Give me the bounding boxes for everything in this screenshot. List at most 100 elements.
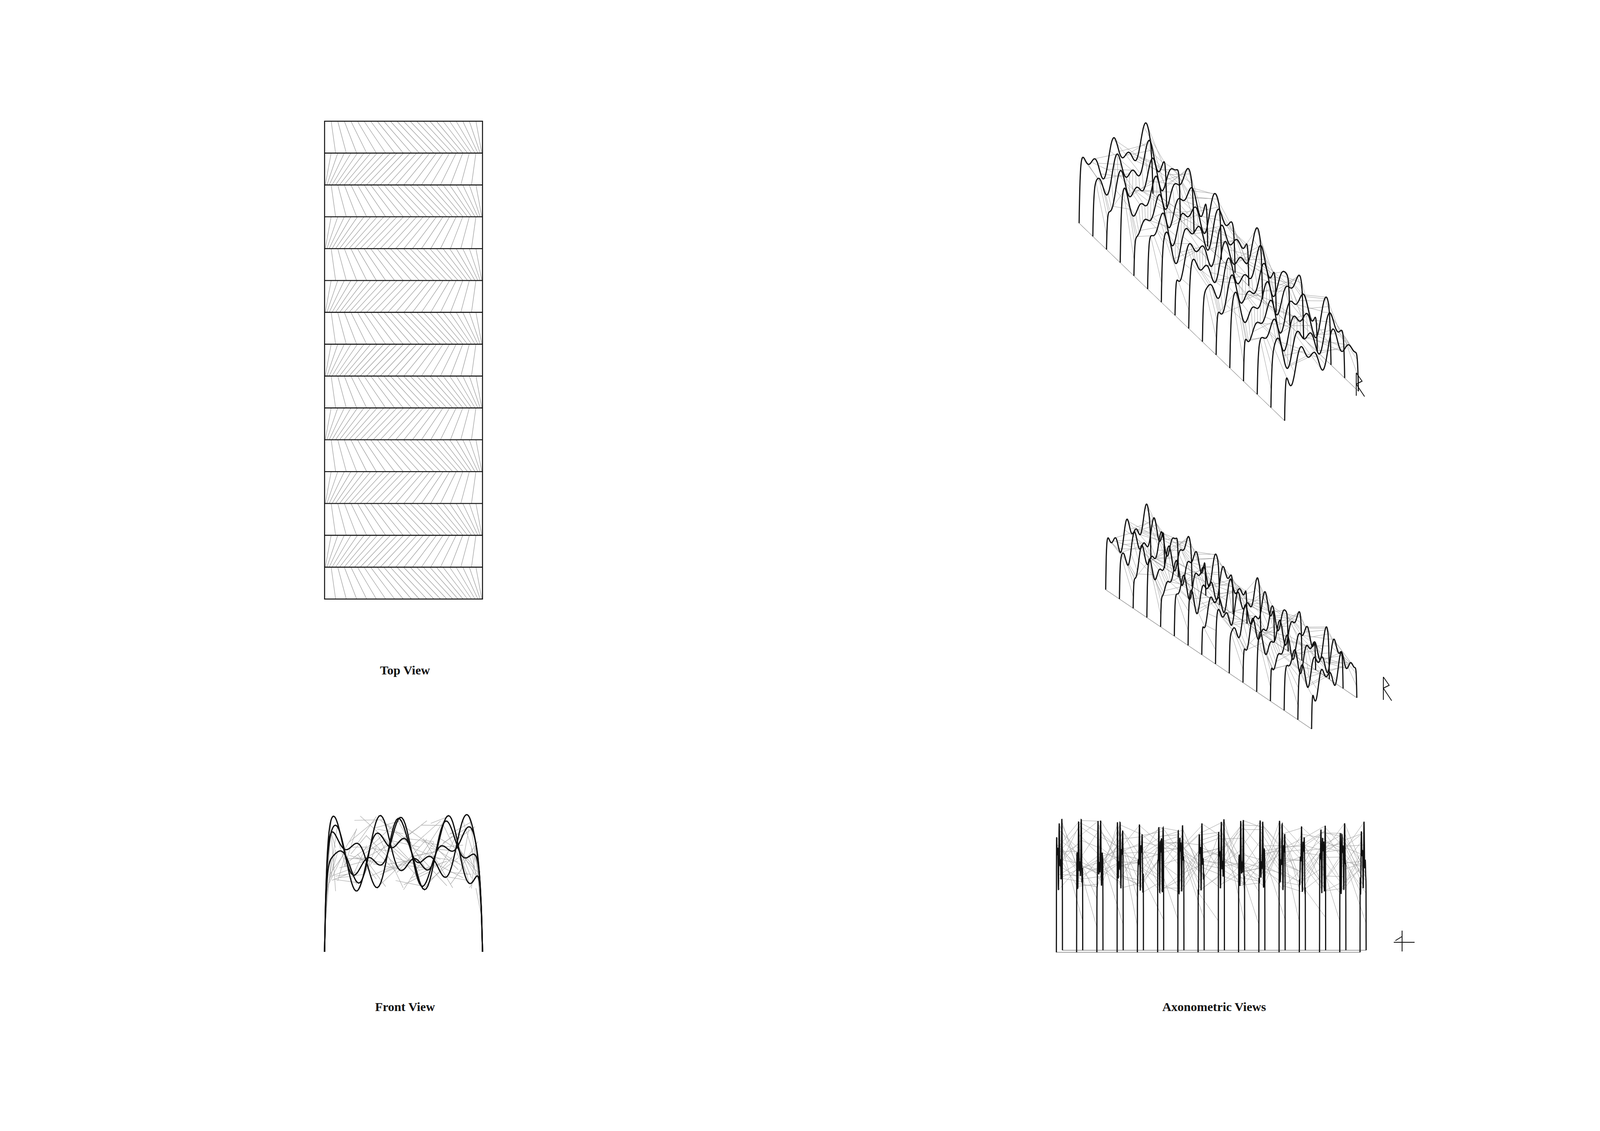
ruling-line (1150, 236, 1162, 284)
ruling-line (462, 440, 478, 472)
ruling-line (360, 535, 391, 568)
profile-curve (1117, 822, 1124, 953)
ruling-line (344, 280, 371, 313)
ruling-line (456, 376, 475, 408)
ruling-line (1130, 552, 1138, 572)
ruling-line (416, 816, 447, 863)
ruling-line (456, 567, 475, 600)
ruling-line (423, 185, 453, 217)
ruling-line (1270, 615, 1283, 617)
ruling-line (1172, 187, 1175, 208)
ruling-line (462, 121, 478, 153)
orientation-mark (1383, 677, 1392, 701)
ruling-line (377, 121, 403, 153)
ruling-line (1274, 664, 1291, 669)
view-title: Axonometric Views (1162, 1000, 1266, 1015)
ruling-line (1240, 632, 1248, 649)
profile-curve (1133, 532, 1179, 609)
ruling-line (450, 407, 463, 440)
ruling-line (456, 248, 475, 281)
ruling-line (462, 567, 478, 600)
ruling-line (350, 567, 367, 600)
ruling-line (1230, 259, 1231, 279)
ruling-line (344, 185, 357, 217)
ruling-line (1320, 857, 1340, 858)
ruling-line (471, 216, 477, 249)
ruling-line (1157, 860, 1178, 920)
ruling-line (1305, 296, 1328, 300)
ruling-line (475, 503, 482, 536)
ruling-line (370, 440, 395, 472)
ruling-line (430, 185, 459, 217)
ruling-line (1338, 332, 1358, 360)
ruling-line (325, 216, 332, 249)
ruling-line (387, 152, 417, 185)
ruling-line (325, 152, 332, 185)
ruling-line (344, 376, 357, 408)
ruling-line (1100, 820, 1123, 855)
ruling-line (430, 280, 450, 313)
ruling-line (1080, 867, 1100, 876)
ruling-line (349, 535, 378, 568)
ruling-line (331, 567, 336, 600)
ruling-line (380, 280, 411, 313)
ruling-line (1184, 263, 1191, 270)
ruling-line (397, 121, 428, 153)
ruling-line (1177, 280, 1189, 312)
ruling-line (416, 376, 447, 408)
ruling-line (416, 185, 447, 217)
ruling-line (377, 376, 403, 408)
ruling-line (1254, 267, 1258, 288)
ruling-line (327, 535, 338, 568)
ruling-line (337, 248, 347, 281)
ruling-line (1211, 285, 1219, 313)
ruling-line (373, 216, 404, 249)
ruling-line (1143, 190, 1172, 193)
ruling-line (1280, 342, 1300, 349)
ruling-line (339, 344, 365, 376)
ruling-line (456, 312, 475, 345)
ruling-line (460, 855, 470, 884)
view-title: Front View (375, 1000, 435, 1015)
ruling-line (377, 312, 403, 345)
ruling-line (383, 376, 412, 408)
ruling-line (331, 248, 336, 281)
ruling-line (403, 344, 430, 376)
ruling-line (1232, 300, 1244, 365)
ruling-line (1141, 203, 1143, 223)
ruling-line (1207, 613, 1218, 618)
ruling-line (329, 152, 345, 185)
profile-curve (324, 815, 483, 953)
profile-curve (1076, 820, 1083, 953)
ruling-line (410, 567, 441, 600)
ruling-line (471, 848, 477, 878)
ruling-line (397, 503, 428, 536)
ruling-line (1106, 169, 1134, 170)
ruling-line (450, 280, 463, 313)
ruling-line (430, 248, 459, 281)
ruling-line (1321, 312, 1330, 313)
ruling-line (387, 280, 417, 313)
ruling-line (354, 407, 385, 440)
ruling-line (1267, 598, 1277, 625)
ruling-line (1291, 288, 1298, 303)
ruling-line (1257, 308, 1258, 323)
ruling-line (421, 280, 443, 313)
ruling-line (421, 535, 443, 568)
ruling-line (335, 216, 358, 249)
ruling-line (395, 471, 423, 504)
ruling-line (1128, 563, 1137, 577)
profile-curve (1056, 819, 1063, 953)
ruling-line (1267, 650, 1275, 668)
ruling-line (1202, 245, 1203, 269)
ruling-line (462, 503, 478, 536)
ruling-line (403, 471, 430, 504)
ruling-line (350, 312, 367, 345)
ruling-line (1196, 552, 1217, 556)
ruling-line (1132, 170, 1134, 194)
ruling-line (1111, 180, 1114, 203)
ruling-line (460, 152, 470, 185)
ruling-line (335, 535, 358, 568)
ruling-line (1199, 248, 1200, 270)
strip-edge (324, 471, 483, 473)
